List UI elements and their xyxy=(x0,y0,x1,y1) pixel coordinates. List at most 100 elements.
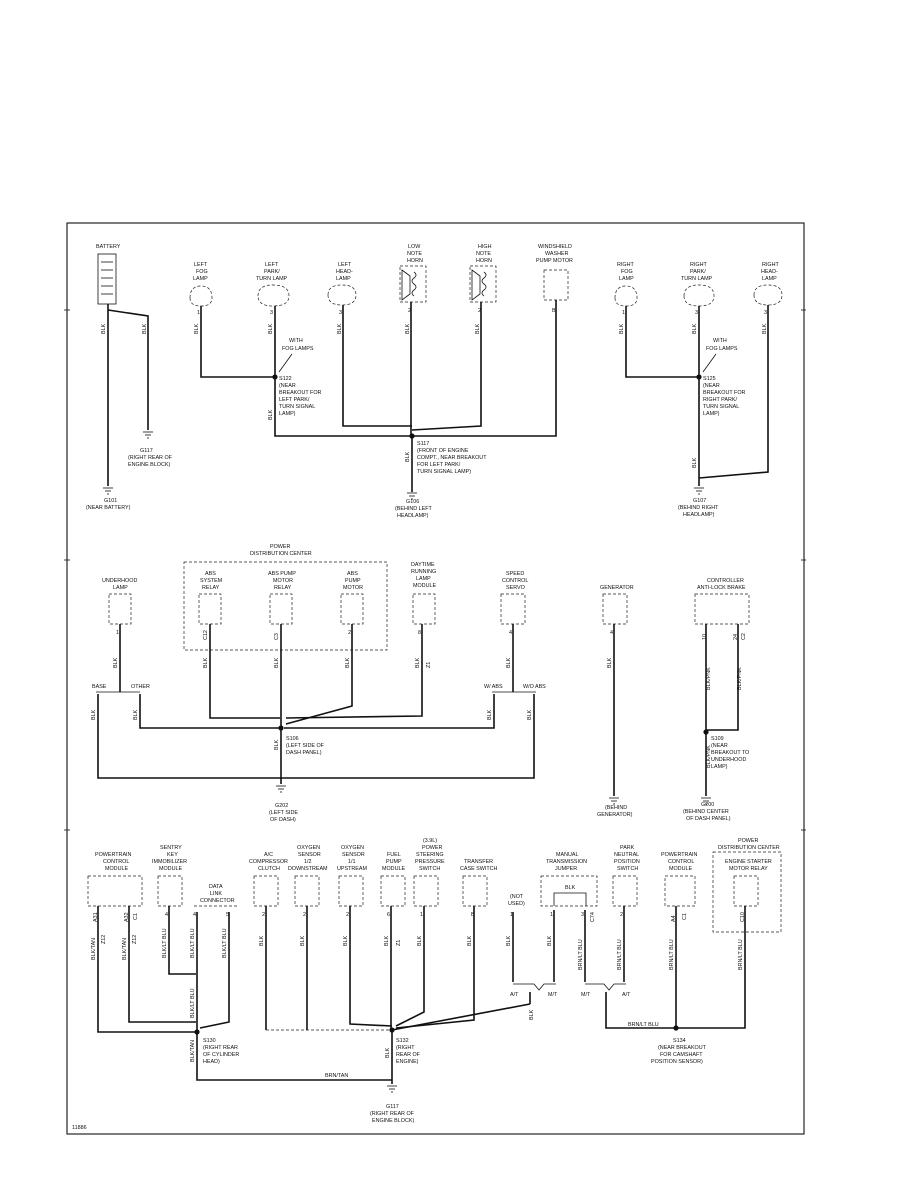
pin-label: 4 xyxy=(165,912,168,918)
splice-desc: (NEAR xyxy=(711,743,728,749)
component-label: PUMP xyxy=(345,578,361,584)
component-label: SPEED xyxy=(506,571,524,577)
cab-wire-b xyxy=(706,624,739,731)
ground-desc: (BEHIND xyxy=(605,805,627,811)
component-label: RIGHT xyxy=(762,262,779,268)
wire-color-label: BLK/LT BLU xyxy=(190,988,196,1018)
pin-label: A4 xyxy=(671,915,677,922)
high-horn-wire xyxy=(411,302,482,431)
component-label: SENSOR xyxy=(342,852,365,858)
pin-label: 3 xyxy=(270,310,273,316)
splice-id: S106 xyxy=(286,736,299,742)
ground-symbol-icon xyxy=(694,487,704,495)
wire-color-label: BLK xyxy=(506,935,512,946)
ground-desc: ENGINE BLOCK) xyxy=(372,1118,414,1124)
low-horn-icon xyxy=(399,265,427,303)
component-label: LAMP xyxy=(336,276,351,282)
pin-label: 10 xyxy=(702,634,708,640)
wire-color-label: BLK xyxy=(268,323,274,334)
component-label: LAMP xyxy=(619,276,634,282)
component-label: USED) xyxy=(508,901,525,907)
splice-id: S122 xyxy=(279,376,292,382)
circuit-label: Z12 xyxy=(101,935,107,944)
abs-sys-wire xyxy=(209,624,280,719)
underhood-lamp-icon xyxy=(108,593,132,625)
pcm-icon xyxy=(87,875,143,907)
splice-desc: (NEAR BREAKOUT xyxy=(658,1045,707,1051)
pin-label: 1 xyxy=(420,912,423,918)
s130-ground-wire xyxy=(196,1032,392,1081)
splice-desc: (FRONT OF ENGINE xyxy=(417,448,469,454)
component-label: LEFT xyxy=(194,262,208,268)
component-label: MOTOR RELAY xyxy=(729,866,768,872)
component-label: POSITION xyxy=(614,859,640,865)
pdc-box-bottom xyxy=(712,851,782,933)
component-label: DATA xyxy=(209,884,223,890)
pin-label: 1 xyxy=(622,310,625,316)
ground-id: G117 xyxy=(140,448,153,454)
wire-color-label: BLK xyxy=(607,657,613,668)
pin-label: 1 xyxy=(550,912,553,918)
pin-label: 2 xyxy=(262,912,265,918)
component-label: SWITCH xyxy=(617,866,638,872)
ground-id: G106 xyxy=(406,499,419,505)
pcm-wire-b xyxy=(128,906,196,1023)
component-label: MANUAL xyxy=(556,852,578,858)
wire-color-label: BLK xyxy=(692,457,698,468)
pin-label: 2 xyxy=(346,912,349,918)
wire-color-label: BLK/TAN xyxy=(190,1040,196,1062)
component-label: TRANSFER xyxy=(464,859,493,865)
splice-desc: BREAKOUT FOR xyxy=(279,390,322,396)
wire-color-label: BLK xyxy=(259,935,265,946)
option-brace xyxy=(513,983,556,991)
component-label: CONTROL xyxy=(502,578,528,584)
callout-arrow xyxy=(702,353,717,373)
component-label: NOTE xyxy=(476,251,491,257)
ground-symbol-icon xyxy=(276,785,286,793)
wire-color-label: BLK xyxy=(506,657,512,668)
battery-label: BATTERY xyxy=(96,244,121,250)
component-label: HORN xyxy=(476,258,492,264)
wire-color-label: BLK/PNK xyxy=(706,745,712,768)
component-label: ENGINE STARTER xyxy=(725,859,772,865)
ground-desc: ENGINE BLOCK) xyxy=(128,462,170,468)
ground-desc: (BEHIND LEFT xyxy=(395,506,433,512)
pdc-box xyxy=(183,561,388,651)
o2-downstream-icon xyxy=(294,875,320,907)
splice-desc: UNDERHOOD xyxy=(711,757,746,763)
ground-desc: (NEAR BATTERY) xyxy=(86,505,131,511)
splice-desc: LEFT PARK/ xyxy=(279,397,310,403)
component-label: 1/2 xyxy=(304,859,312,865)
ground-desc: (RIGHT REAR OF xyxy=(128,455,173,461)
drl-module-icon xyxy=(412,593,436,625)
connector-label: C1 xyxy=(682,913,688,920)
left-park-wire xyxy=(274,306,412,437)
component-label: CONTROL xyxy=(103,859,129,865)
wire-color-label: BLK xyxy=(142,323,148,334)
wire-color-label: BRN/LT BLU xyxy=(578,939,584,970)
pin-label: A31 xyxy=(93,912,99,922)
ground-desc: (BEHIND RIGHT xyxy=(678,505,719,511)
component-label: MODULE xyxy=(105,866,128,872)
wire-color-label: BLK xyxy=(343,935,349,946)
ground-symbol-icon xyxy=(103,487,113,495)
left-fog-lamp-icon xyxy=(189,285,213,307)
component-label: LINK xyxy=(210,891,222,897)
ground-desc: (BEHIND CENTER xyxy=(683,809,729,815)
splice-desc: FOR CAMSHAFT xyxy=(660,1052,703,1058)
jumper-link xyxy=(553,892,587,906)
component-label: DOWNSTREAM xyxy=(288,866,328,872)
component-label: ABS xyxy=(347,571,358,577)
pin-label: B xyxy=(471,912,475,918)
option-label: WITH xyxy=(713,338,727,344)
splice-dot xyxy=(673,1025,679,1031)
wire-color-label: BLK xyxy=(547,935,553,946)
transfer-wire xyxy=(395,906,475,1029)
right-headlamp-icon xyxy=(753,284,783,306)
splice-desc: REAR OF xyxy=(396,1052,421,1058)
option-label: FOG LAMPS xyxy=(706,346,738,352)
splice-id: S125 xyxy=(703,376,716,382)
pnp-switch-icon xyxy=(612,875,638,907)
ground-desc: GENERATOR) xyxy=(597,812,633,818)
